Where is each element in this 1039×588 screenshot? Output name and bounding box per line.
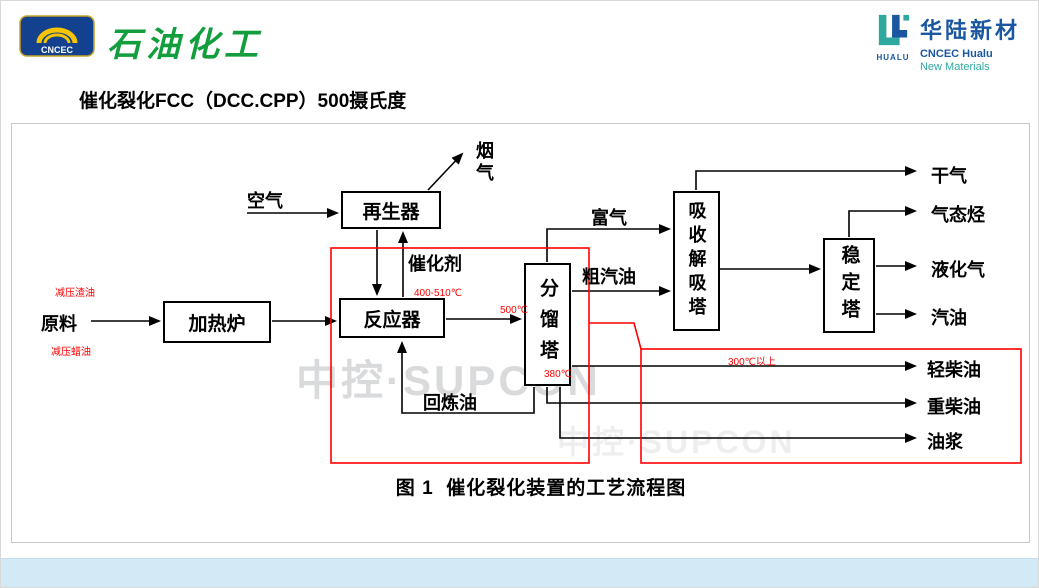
box-furnace: 加热炉 [163, 301, 271, 343]
stream-label-slurry: 油浆 [927, 432, 963, 452]
cncec-logo-text: CNCEC [41, 45, 74, 55]
box-absorber: 吸收解吸塔 [673, 191, 720, 331]
figure-caption: 图 1 催化裂化装置的工艺流程图 [395, 478, 687, 499]
stream-label-recycle-oil: 回炼油 [423, 393, 477, 413]
annotation-diesel-temp: 300℃以上 [728, 357, 776, 368]
stream-label-dry-gas: 干气 [931, 166, 967, 186]
bottom-bar [1, 558, 1038, 587]
stream-label-rich-gas: 富气 [591, 208, 627, 228]
annotation-reactor-temp: 400-510℃ [414, 288, 462, 299]
annotation-frac-bottom-temp: 380℃ [544, 369, 572, 380]
stream-label-gaseous-hydrocarbon: 气态烃 [931, 205, 985, 225]
stream-label-feed: 原料 [41, 314, 77, 334]
brand-right-line2: New Materials [919, 61, 990, 73]
stream-label-crude-gasoline: 粗汽油 [582, 267, 636, 287]
box-regenerator: 再生器 [341, 191, 441, 229]
page-title: 催化裂化FCC（DCC.CPP）500摄氏度 [79, 91, 407, 112]
brand-name-right: 华陆新材 [919, 18, 1020, 43]
box-stabilizer: 稳定塔 [823, 238, 875, 333]
annotation-frac-inlet-temp: 500℃ [500, 305, 528, 316]
annotation-vacuum-wax: 减压蜡油 [51, 347, 91, 358]
brand-name-left: 石油化工 [107, 26, 263, 64]
box-fractionator: 分馏塔 [524, 263, 571, 386]
hualu-icon-caption: HUALU [876, 53, 910, 62]
stream-label-air: 空气 [247, 191, 283, 211]
stream-label-heavy-diesel: 重柴油 [927, 397, 981, 417]
stream-label-flue-gas: 烟气 [474, 141, 494, 185]
annotation-vacuum-residue: 减压渣油 [55, 288, 95, 299]
stream-label-light-diesel: 轻柴油 [927, 360, 981, 380]
box-reactor: 反应器 [339, 298, 445, 338]
stream-label-lpg: 液化气 [931, 260, 985, 280]
header-brand-right: HUALU 华陆新材 CNCEC Hualu New Materials [875, 13, 1020, 73]
cncec-logo-icon: CNCEC [19, 15, 95, 68]
hualu-logo-icon [875, 13, 911, 52]
stream-label-catalyst: 催化剂 [408, 254, 462, 274]
stream-label-gasoline: 汽油 [931, 308, 967, 328]
brand-right-line1: CNCEC Hualu [919, 48, 993, 60]
header-brand-left: CNCEC 石油化工 [19, 15, 263, 68]
